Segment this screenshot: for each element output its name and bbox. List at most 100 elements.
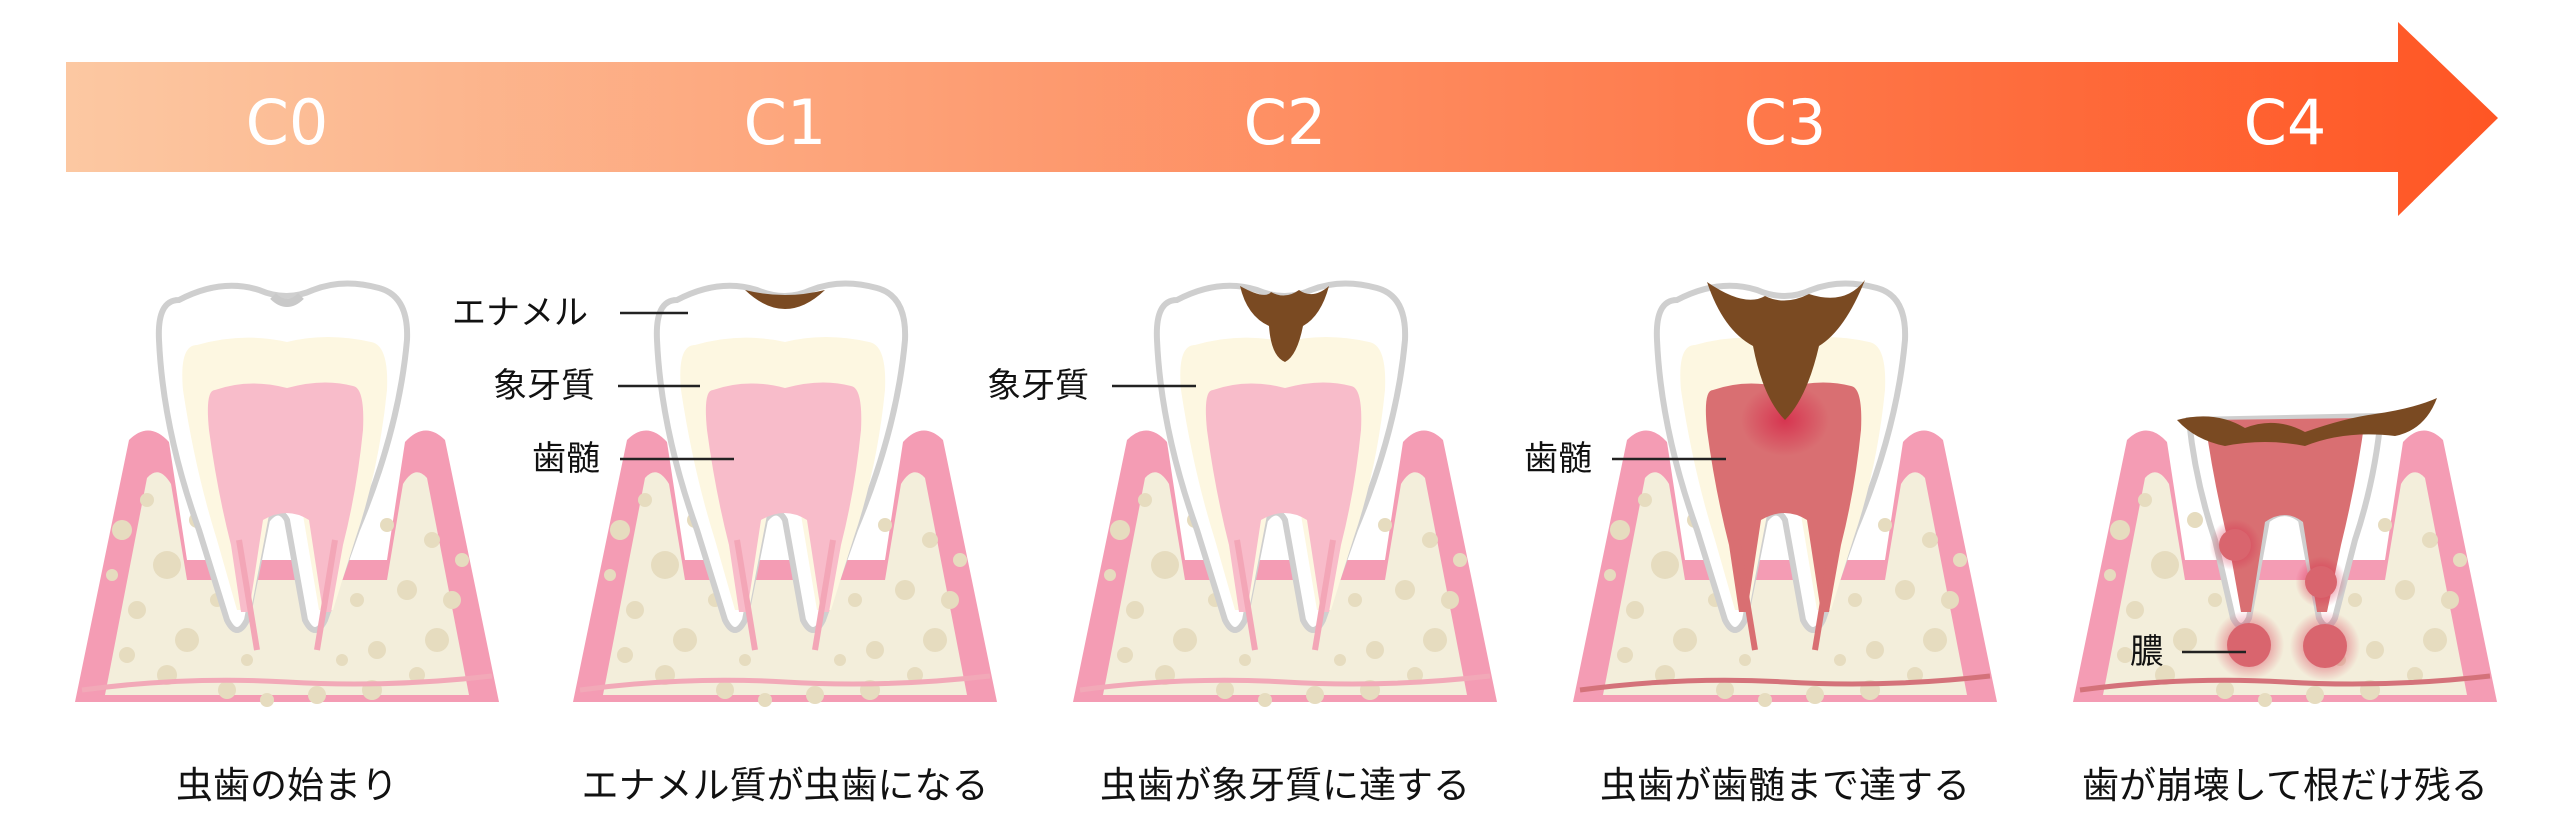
blood-vessel — [1079, 673, 1491, 693]
bone-spot — [308, 686, 326, 704]
bone-spot — [2453, 553, 2467, 567]
stage-label-c1: C1 — [743, 86, 827, 159]
bone-spot — [604, 569, 616, 581]
bone-spot — [425, 628, 449, 652]
bone-spot — [1348, 593, 1362, 607]
pus — [2219, 529, 2251, 561]
bone-spot — [1126, 601, 1144, 619]
pulp — [207, 382, 364, 612]
bone-spot — [1923, 628, 1947, 652]
bone-spot — [1395, 580, 1415, 600]
bone-spot — [638, 493, 652, 507]
bone-spot — [1806, 686, 1824, 704]
bone-spot — [175, 628, 199, 652]
bone-spot — [1110, 520, 1130, 540]
tooth-stage-3 — [1573, 280, 1997, 707]
stage-label-c0: C0 — [245, 86, 329, 159]
bone-spot — [1941, 591, 1959, 609]
bone-spot — [2138, 493, 2152, 507]
bone-spot — [1716, 681, 1734, 699]
caption-c0: 虫歯の始まり — [176, 764, 398, 807]
bone-spot — [1366, 641, 1384, 659]
bone-spot — [2187, 512, 2203, 528]
tooth-stage-4 — [2073, 398, 2497, 707]
bone-spot — [119, 647, 135, 663]
bone-spot — [1151, 551, 1179, 579]
bone-spot — [1638, 493, 1652, 507]
bone-spot — [106, 569, 118, 581]
bone-spot — [1617, 647, 1633, 663]
blood-vessel — [579, 673, 991, 693]
bone-spot — [2151, 551, 2179, 579]
pulp — [1205, 382, 1362, 612]
pus — [2305, 566, 2337, 598]
bone-spot — [1138, 493, 1152, 507]
bone-spot — [1604, 569, 1616, 581]
bone-spot — [397, 580, 417, 600]
bone-spot — [260, 693, 274, 707]
tooth-stage-0 — [75, 280, 499, 707]
bone-spot — [1423, 628, 1447, 652]
bone-spot — [2378, 518, 2392, 532]
bone-spot — [716, 681, 734, 699]
bone-spot — [1834, 654, 1846, 666]
bone-spot — [2306, 686, 2324, 704]
bone-spot — [2126, 601, 2144, 619]
bone-spot — [848, 593, 862, 607]
bone-spot — [153, 551, 181, 579]
pulp — [1705, 382, 1862, 612]
bone-spot — [1407, 667, 1423, 683]
caption-c3: 虫歯が歯髄まで達する — [1600, 764, 1970, 807]
progression-arrow — [66, 22, 2498, 216]
root-canal — [812, 539, 836, 651]
bone-spot — [1258, 693, 1272, 707]
enamel-spot — [270, 293, 304, 307]
bone-spot — [1651, 551, 1679, 579]
pulp-label: 歯髄 — [532, 439, 600, 479]
bone-spot — [1922, 532, 1938, 548]
bone-spot — [2423, 628, 2447, 652]
bone-spot — [2407, 667, 2423, 683]
bone-spot — [673, 628, 697, 652]
bone-spot — [895, 580, 915, 600]
bone-spot — [2422, 532, 2438, 548]
bone-spot — [866, 641, 884, 659]
bone-spot — [1306, 686, 1324, 704]
bone-spot — [1848, 593, 1862, 607]
bone-spot — [617, 647, 633, 663]
bone-spot — [1378, 518, 1392, 532]
stage-label-c3: C3 — [1743, 86, 1827, 159]
bone-spot — [455, 553, 469, 567]
bone-spot — [380, 518, 394, 532]
root-canal — [1734, 539, 1758, 651]
stage-label-c2: C2 — [1243, 86, 1327, 159]
root-canal — [314, 539, 338, 651]
bone-spot — [2110, 520, 2130, 540]
caption-c4: 歯が崩壊して根だけ残る — [2082, 764, 2488, 807]
bone-spot — [368, 641, 386, 659]
bone-spot — [218, 681, 236, 699]
bone-spot — [941, 591, 959, 609]
root-canal — [1234, 539, 1258, 651]
bone-spot — [2348, 593, 2362, 607]
bone-spot — [1610, 520, 1630, 540]
bone-spot — [1895, 580, 1915, 600]
decay — [1707, 280, 1865, 420]
decayed-crown — [2177, 398, 2437, 446]
bone-spot — [2395, 580, 2415, 600]
dentin-label: 象牙質 — [493, 366, 595, 406]
bone-spot — [2216, 681, 2234, 699]
decay — [745, 290, 825, 309]
pus-label: 膿 — [2130, 632, 2164, 672]
bone-spot — [907, 667, 923, 683]
bone-spot — [350, 593, 364, 607]
decay — [1240, 286, 1329, 362]
bone-spot — [758, 693, 772, 707]
bone-spot — [2104, 569, 2116, 581]
bone-spot — [241, 654, 253, 666]
bone-spot — [1907, 667, 1923, 683]
pulp-label-c3: 歯髄 — [1524, 439, 1592, 479]
bone-spot — [2258, 693, 2272, 707]
bone-spot — [336, 654, 348, 666]
